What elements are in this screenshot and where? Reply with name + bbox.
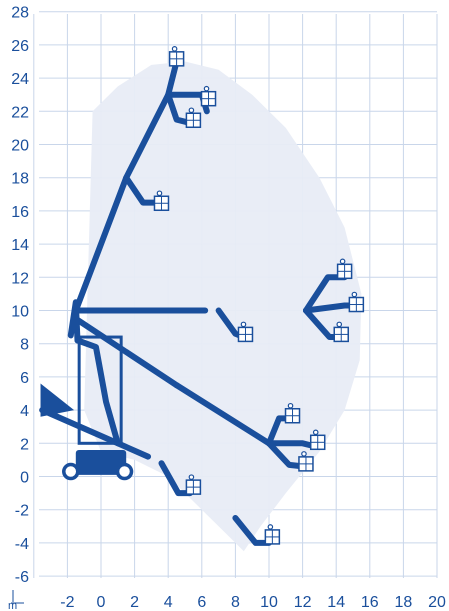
y-tick-label: 28 [11,5,29,22]
x-tick-label: 20 [428,594,446,611]
y-tick-label: 22 [11,104,29,121]
unit-label: m [8,600,17,611]
y-tick-label: 0 [20,470,29,487]
x-tick-label: -2 [60,594,74,611]
x-tick-label: 16 [361,594,379,611]
operator-head [336,321,343,328]
basket-icon [185,107,202,129]
operator-head [339,258,346,265]
basket-icon [333,321,349,343]
y-tick-label: 26 [11,38,29,55]
boom-segment [165,91,194,126]
operator-head [203,85,210,92]
x-tick-label: 6 [197,594,206,611]
basket-icon [237,321,254,343]
y-tick-label: 6 [20,370,29,387]
operator-head [312,429,319,436]
boom-segment [173,382,272,447]
operator-head [156,190,163,197]
x-tick-label: 0 [97,594,106,611]
basket-icon [309,429,326,451]
operator-head [188,474,195,480]
y-tick-label: 24 [11,71,29,88]
y-tick-label: 16 [11,204,29,221]
y-tick-label: 2 [20,436,29,453]
basket-icon [298,451,314,472]
operator-head [240,321,247,328]
basket-icon [200,85,217,107]
operator-head [351,291,358,298]
y-tick-label: -2 [15,503,29,520]
tower [77,335,123,445]
operator-head [171,46,178,52]
basket-icon [153,190,170,212]
boom-segment [72,315,180,389]
basket-icon [336,258,353,280]
wheel [115,462,134,481]
basket-icon [185,474,202,495]
boom-segment [72,58,180,314]
operator-head [188,107,195,114]
y-tick-label: -4 [15,536,29,553]
basket-icon [168,46,185,67]
working-envelope-layer [84,61,362,552]
x-tick-label: 10 [260,594,278,611]
boom-segment [266,440,320,450]
y-tick-label: 12 [11,270,29,287]
basket-icon [284,402,301,424]
y-tick-label: 18 [11,171,29,188]
boom-segment [67,299,81,344]
boom-segment [39,407,152,460]
machine-layer [40,335,134,481]
operator-head [287,402,294,409]
boom-segment [74,337,121,447]
chassis [75,449,127,475]
wheel [62,462,80,481]
x-tick-labels: -2 0 2 4 6 8 10 12 14 16 18 20 [60,594,446,611]
x-tick-label: 8 [231,594,240,611]
y-tick-label: 8 [20,337,29,354]
y-tick-label: 4 [20,403,29,420]
operator-head [301,451,307,457]
y-tick-label: -6 [15,569,29,586]
x-tick-label: 12 [294,594,312,611]
basket-layer [153,46,365,545]
boom-segment [232,515,272,546]
y-tick-label: 20 [11,138,29,155]
y-tick-label: 10 [11,304,29,321]
basket-icon [348,291,365,313]
unit-marker: m [8,590,24,611]
x-tick-label: 14 [327,594,345,611]
x-tick-label: 2 [130,594,139,611]
working-envelope [84,61,362,552]
x-tick-label: 4 [164,594,173,611]
counterweight [40,383,75,417]
x-tick-label: 18 [395,594,413,611]
basket-icon [264,524,281,545]
y-tick-label: 14 [11,237,29,254]
operator-head [267,524,274,530]
